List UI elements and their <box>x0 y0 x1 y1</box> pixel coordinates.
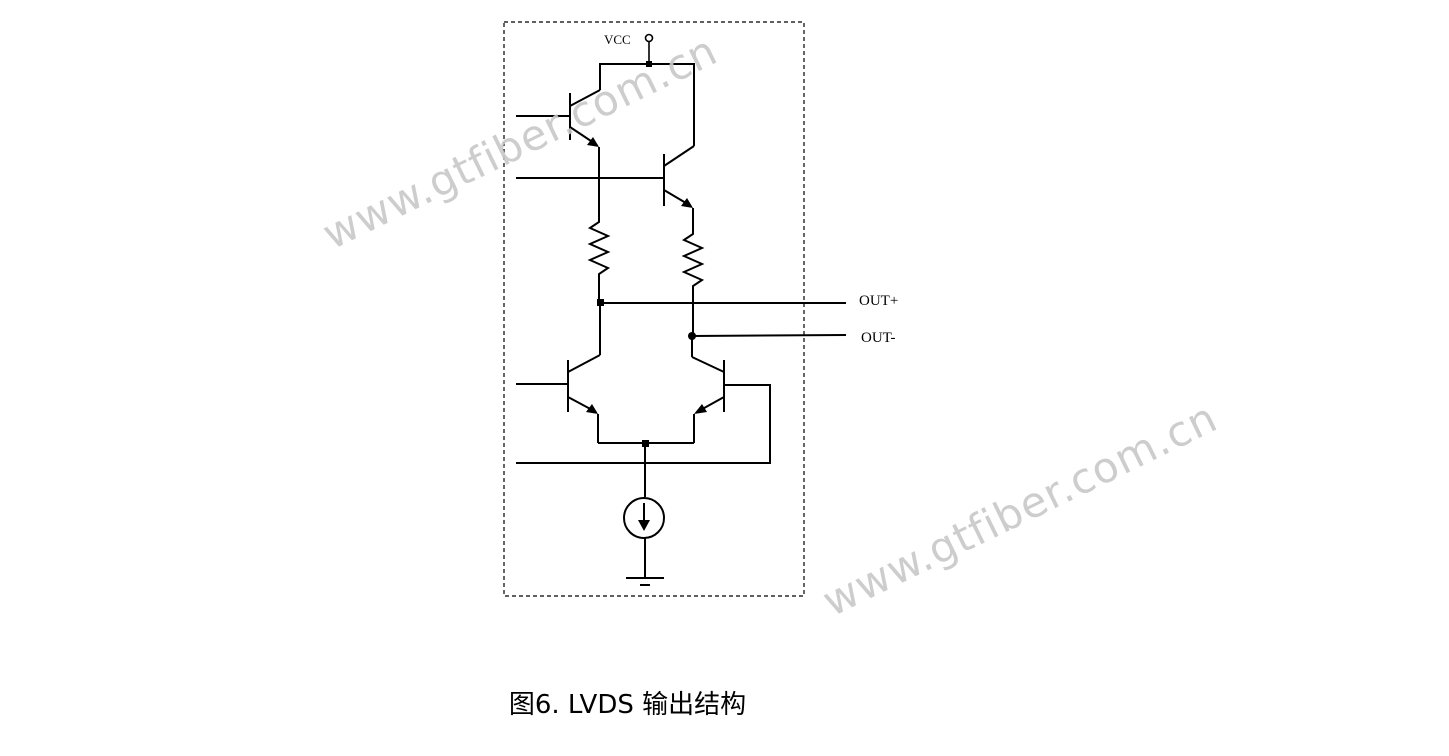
resistor-left <box>587 147 611 302</box>
vcc-rail <box>599 63 695 146</box>
watermark-upper: www.gtfiber.com.cn <box>315 26 725 259</box>
transistor-q3 <box>516 303 601 443</box>
ground-symbol <box>626 577 664 586</box>
out-minus-label: OUT- <box>861 330 895 346</box>
current-source <box>598 440 694 578</box>
watermark-lower: www.gtfiber.com.cn <box>815 393 1225 626</box>
vcc-label: VCC <box>604 32 631 47</box>
transistor-q1 <box>516 89 601 147</box>
vcc-terminal: VCC <box>604 32 654 67</box>
transistor-q4 <box>516 336 771 464</box>
out-plus-label: OUT+ <box>859 293 898 309</box>
output-lines: OUT+ OUT- <box>597 293 898 346</box>
figure-caption: 图6. LVDS 输出结构 <box>508 690 747 720</box>
chip-boundary <box>503 21 805 597</box>
transistor-q2 <box>516 145 695 208</box>
resistor-right <box>681 208 705 335</box>
